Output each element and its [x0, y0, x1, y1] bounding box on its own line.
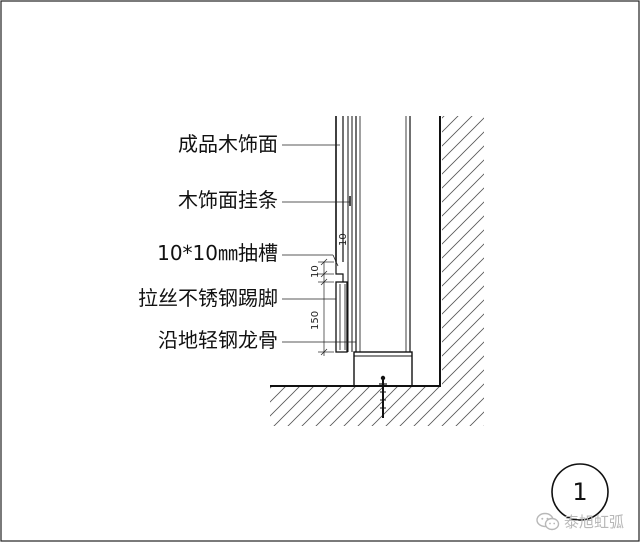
anchor-bolt [379, 375, 387, 418]
label-finished-wood-facing: 成品木饰面 [178, 132, 278, 156]
existing-wall-hatch [442, 116, 484, 386]
label-floor-light-steel-keel: 沿地轻钢龙骨 [158, 328, 278, 352]
leader-lines [282, 144, 356, 343]
watermark-text: 泰旭虹弧 [563, 513, 624, 531]
detail-number: 1 [572, 478, 588, 506]
dimension-groove-height: 10 [310, 265, 321, 278]
groove-outline [335, 262, 344, 282]
wechat-icon [536, 512, 560, 530]
label-wood-facing-hanging-strip: 木饰面挂条 [178, 188, 278, 212]
label-brushed-stainless-skirting: 拉丝不锈钢踢脚 [138, 286, 278, 310]
leader-groove-tip [332, 254, 339, 267]
detail-number-circle [551, 463, 609, 521]
dimension-lines [318, 250, 349, 356]
floor-slab-hatch [270, 386, 484, 426]
skirting-adhesive-layer [344, 284, 347, 350]
label-groove: 10*10㎜抽槽 [157, 241, 278, 265]
wall-floor-outline [270, 116, 441, 387]
dimension-skirting-height: 150 [310, 311, 321, 330]
watermark: 泰旭虹弧 [536, 511, 624, 532]
dimension-groove-top: 10 [338, 233, 349, 246]
